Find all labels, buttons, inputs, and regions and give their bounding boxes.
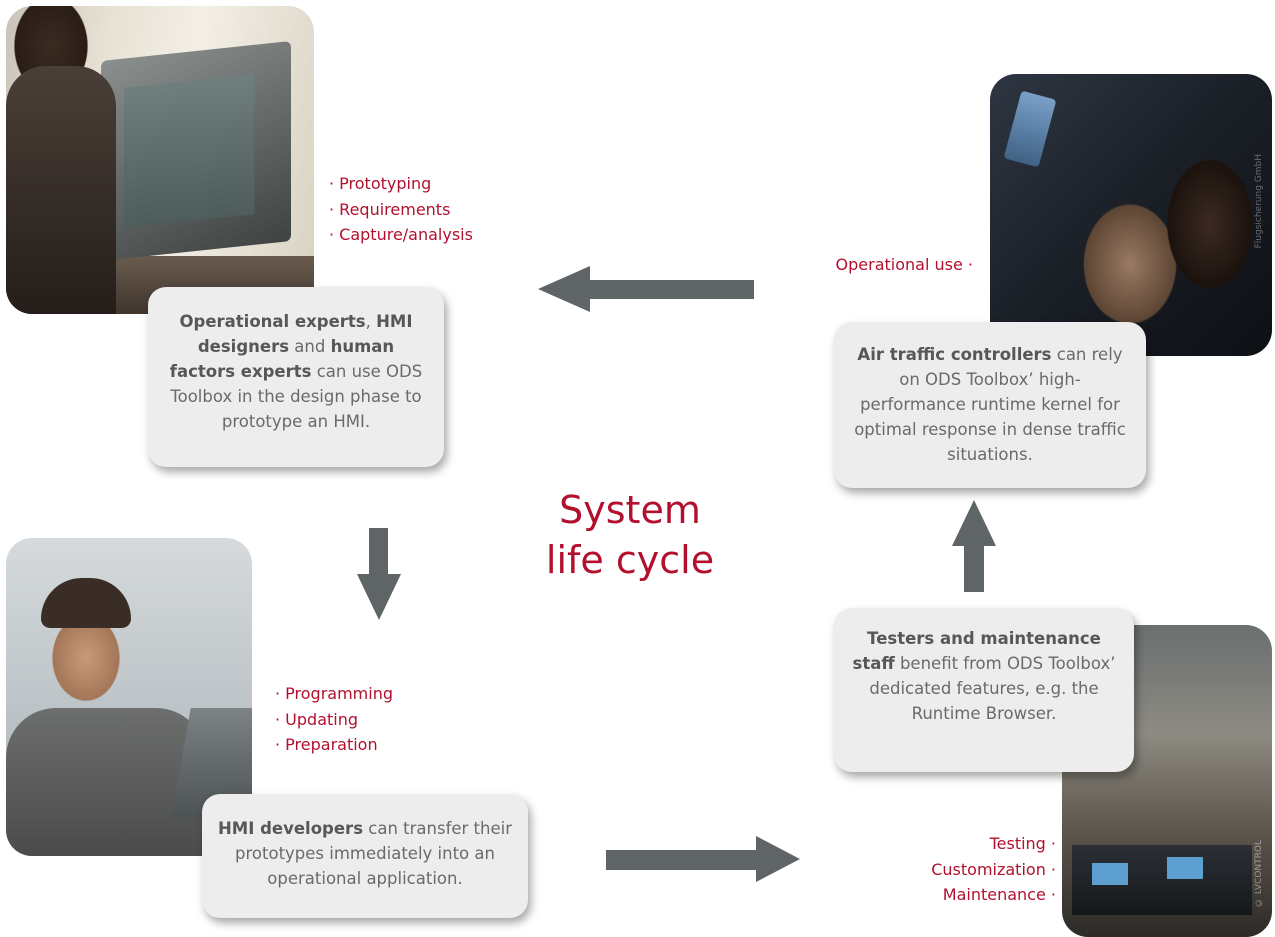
activity-item: · Requirements (329, 199, 451, 219)
card-text: benefit from ODS Toolbox’ dedicated feat… (869, 654, 1116, 723)
design-phase-card: Operational experts, HMI designers and h… (148, 287, 444, 467)
operational-use-card: Air traffic controllers can rely on ODS … (834, 322, 1146, 488)
activity-item: · Capture/analysis (329, 225, 473, 244)
card-text: and (289, 337, 331, 356)
diagram-title: System life cycle (530, 485, 730, 585)
testing-card: Testers and maintenance staff benefit fr… (834, 608, 1134, 772)
hair-shape (41, 578, 131, 628)
testing-activities-list: Testing · Customization · Maintenance · (880, 831, 1056, 908)
operational-activities-list: Operational use · (817, 252, 973, 278)
title-line: life cycle (545, 538, 715, 582)
photo-credit: Flugsicherung GmbH (1254, 154, 1264, 249)
activity-item: · Preparation (275, 735, 378, 754)
activity-item: · Prototyping (329, 174, 432, 193)
design-phase-photo (6, 6, 314, 314)
activity-item: Maintenance · (942, 885, 1056, 904)
cockpit-panel-shape (1072, 845, 1252, 915)
role-text: Air traffic controllers (857, 345, 1052, 364)
role-text: Testers and maintenance staff (852, 629, 1101, 673)
card-text: can rely on ODS Toolbox’ high-performanc… (854, 345, 1126, 464)
activity-item: Testing · (989, 834, 1056, 853)
arrow-down-icon (357, 528, 401, 620)
design-activities-list: · Prototyping · Requirements · Capture/a… (329, 171, 473, 248)
development-photo (6, 538, 252, 856)
card-text: can use ODS Toolbox in the design phase … (170, 362, 423, 431)
screen-shape (124, 74, 254, 228)
person-shape (6, 66, 116, 314)
arrow-up-icon (952, 500, 996, 592)
title-line: System (559, 488, 701, 532)
activity-item: · Updating (275, 709, 359, 729)
role-text: human factors experts (169, 337, 395, 381)
card-text: , (365, 312, 377, 331)
screen-shape (1003, 90, 1057, 168)
role-text: HMI designers (197, 312, 413, 356)
arrow-left-icon (538, 266, 754, 312)
role-text: HMI developers (218, 819, 364, 838)
activity-item: · Programming (275, 684, 394, 703)
card-text: can transfer their prototypes immediatel… (235, 819, 512, 888)
development-card: HMI developers can transfer their protot… (202, 794, 528, 918)
arrow-right-icon (606, 836, 800, 882)
role-text: Operational experts (179, 312, 366, 331)
photo-credit: © LVCONTROL (1254, 840, 1264, 907)
development-activities-list: · Programming · Updating · Preparation (275, 681, 393, 758)
person-shape (6, 708, 206, 856)
operational-use-photo: Flugsicherung GmbH (990, 74, 1272, 356)
activity-item: Operational use · (835, 255, 973, 274)
activity-item: Customization · (931, 859, 1056, 879)
